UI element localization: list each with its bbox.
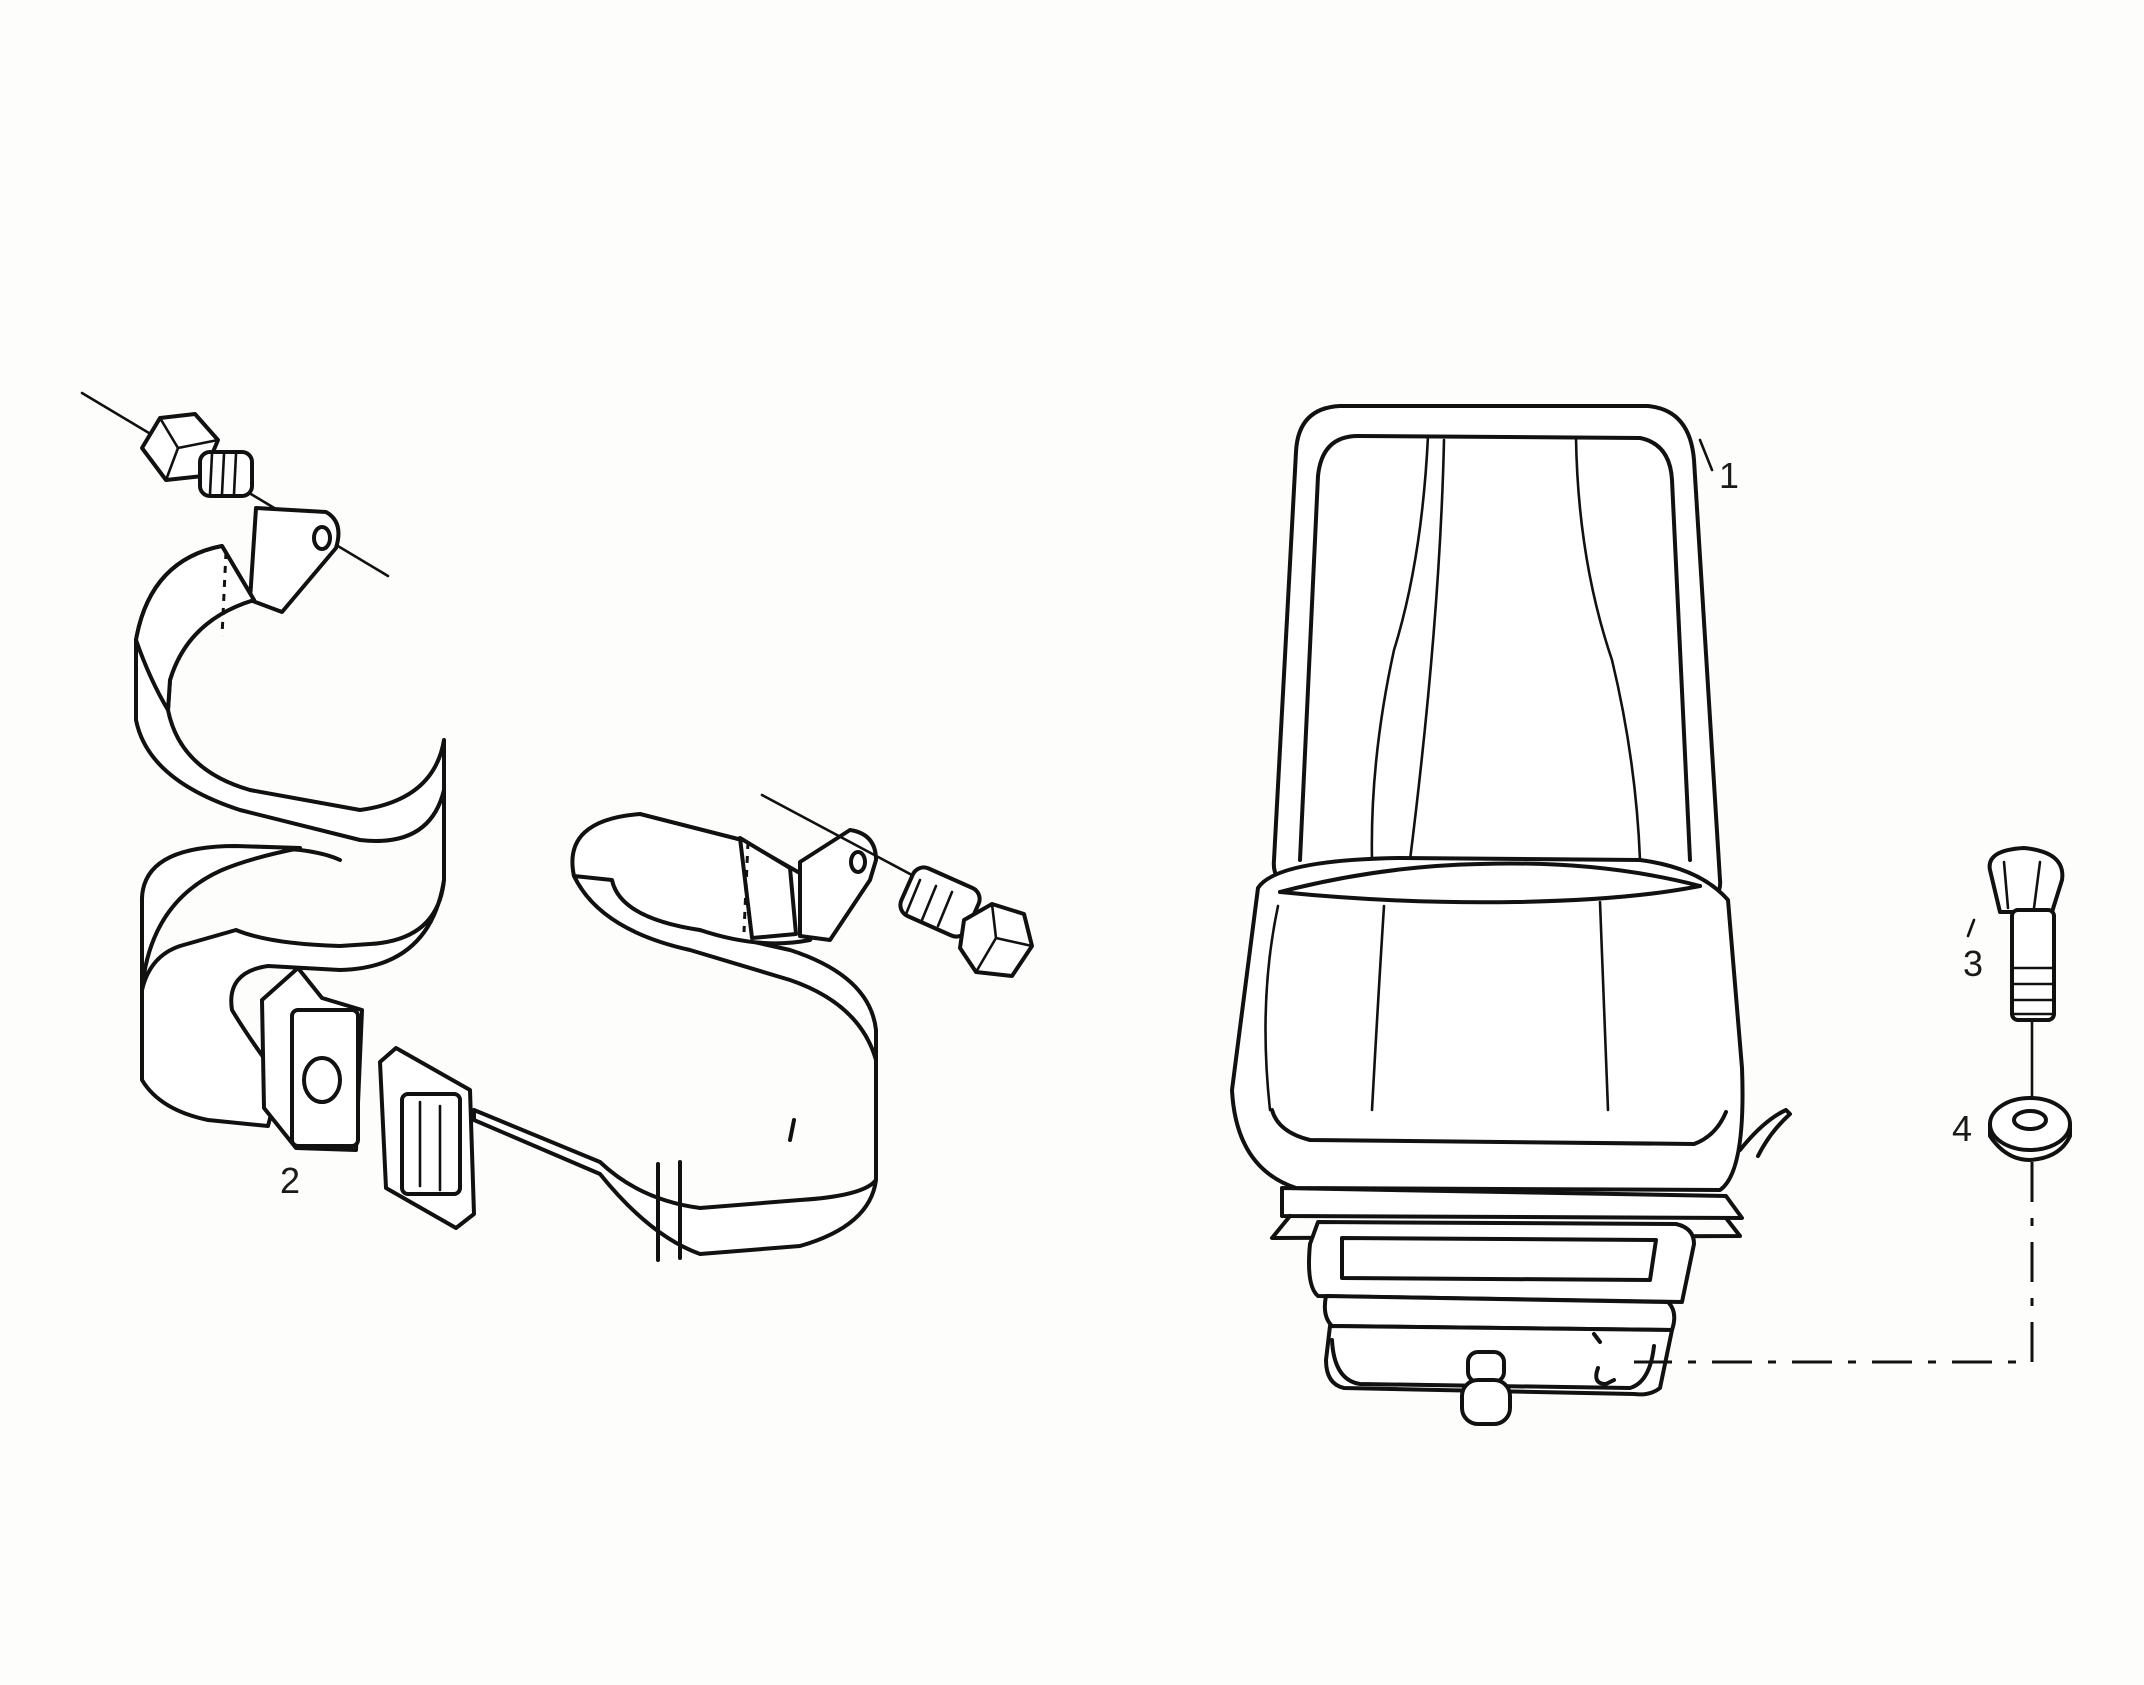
assembly-leader-line: [1634, 1162, 2034, 1364]
lower-bolt-axis-line: [760, 793, 942, 892]
washer: [1988, 1096, 2072, 1162]
callout-bolt: 3: [1963, 943, 1984, 984]
seat-backrest: [1271, 404, 1723, 899]
callout-washer: 4: [1952, 1108, 1973, 1149]
buckle-receiver: [378, 1046, 476, 1230]
mounting-hole: [1594, 1366, 1616, 1386]
seat-cushion: [1230, 856, 1745, 1192]
seat-suspension: [1307, 1220, 1696, 1304]
lower-hex-bolt: [898, 865, 1034, 978]
seat-frame: [1280, 1186, 1744, 1220]
upper-hex-nut: [140, 412, 254, 498]
callout-seat: 1: [1719, 455, 1740, 496]
callout-3-leader: [1966, 918, 1976, 938]
buckle-latch: [260, 966, 364, 1152]
seat: [1230, 404, 1792, 1426]
callout-seat-belt: 2: [280, 1160, 301, 1201]
upper-stitching: [220, 551, 228, 637]
mounting-bolt: [1987, 846, 2065, 1022]
seat-belt: [80, 391, 1034, 1262]
callout-1-leader: [1698, 438, 1714, 472]
lower-anchor-plate: [798, 828, 878, 942]
adjustment-knob: [1466, 1350, 1506, 1384]
upper-anchor-plate: [248, 506, 341, 614]
